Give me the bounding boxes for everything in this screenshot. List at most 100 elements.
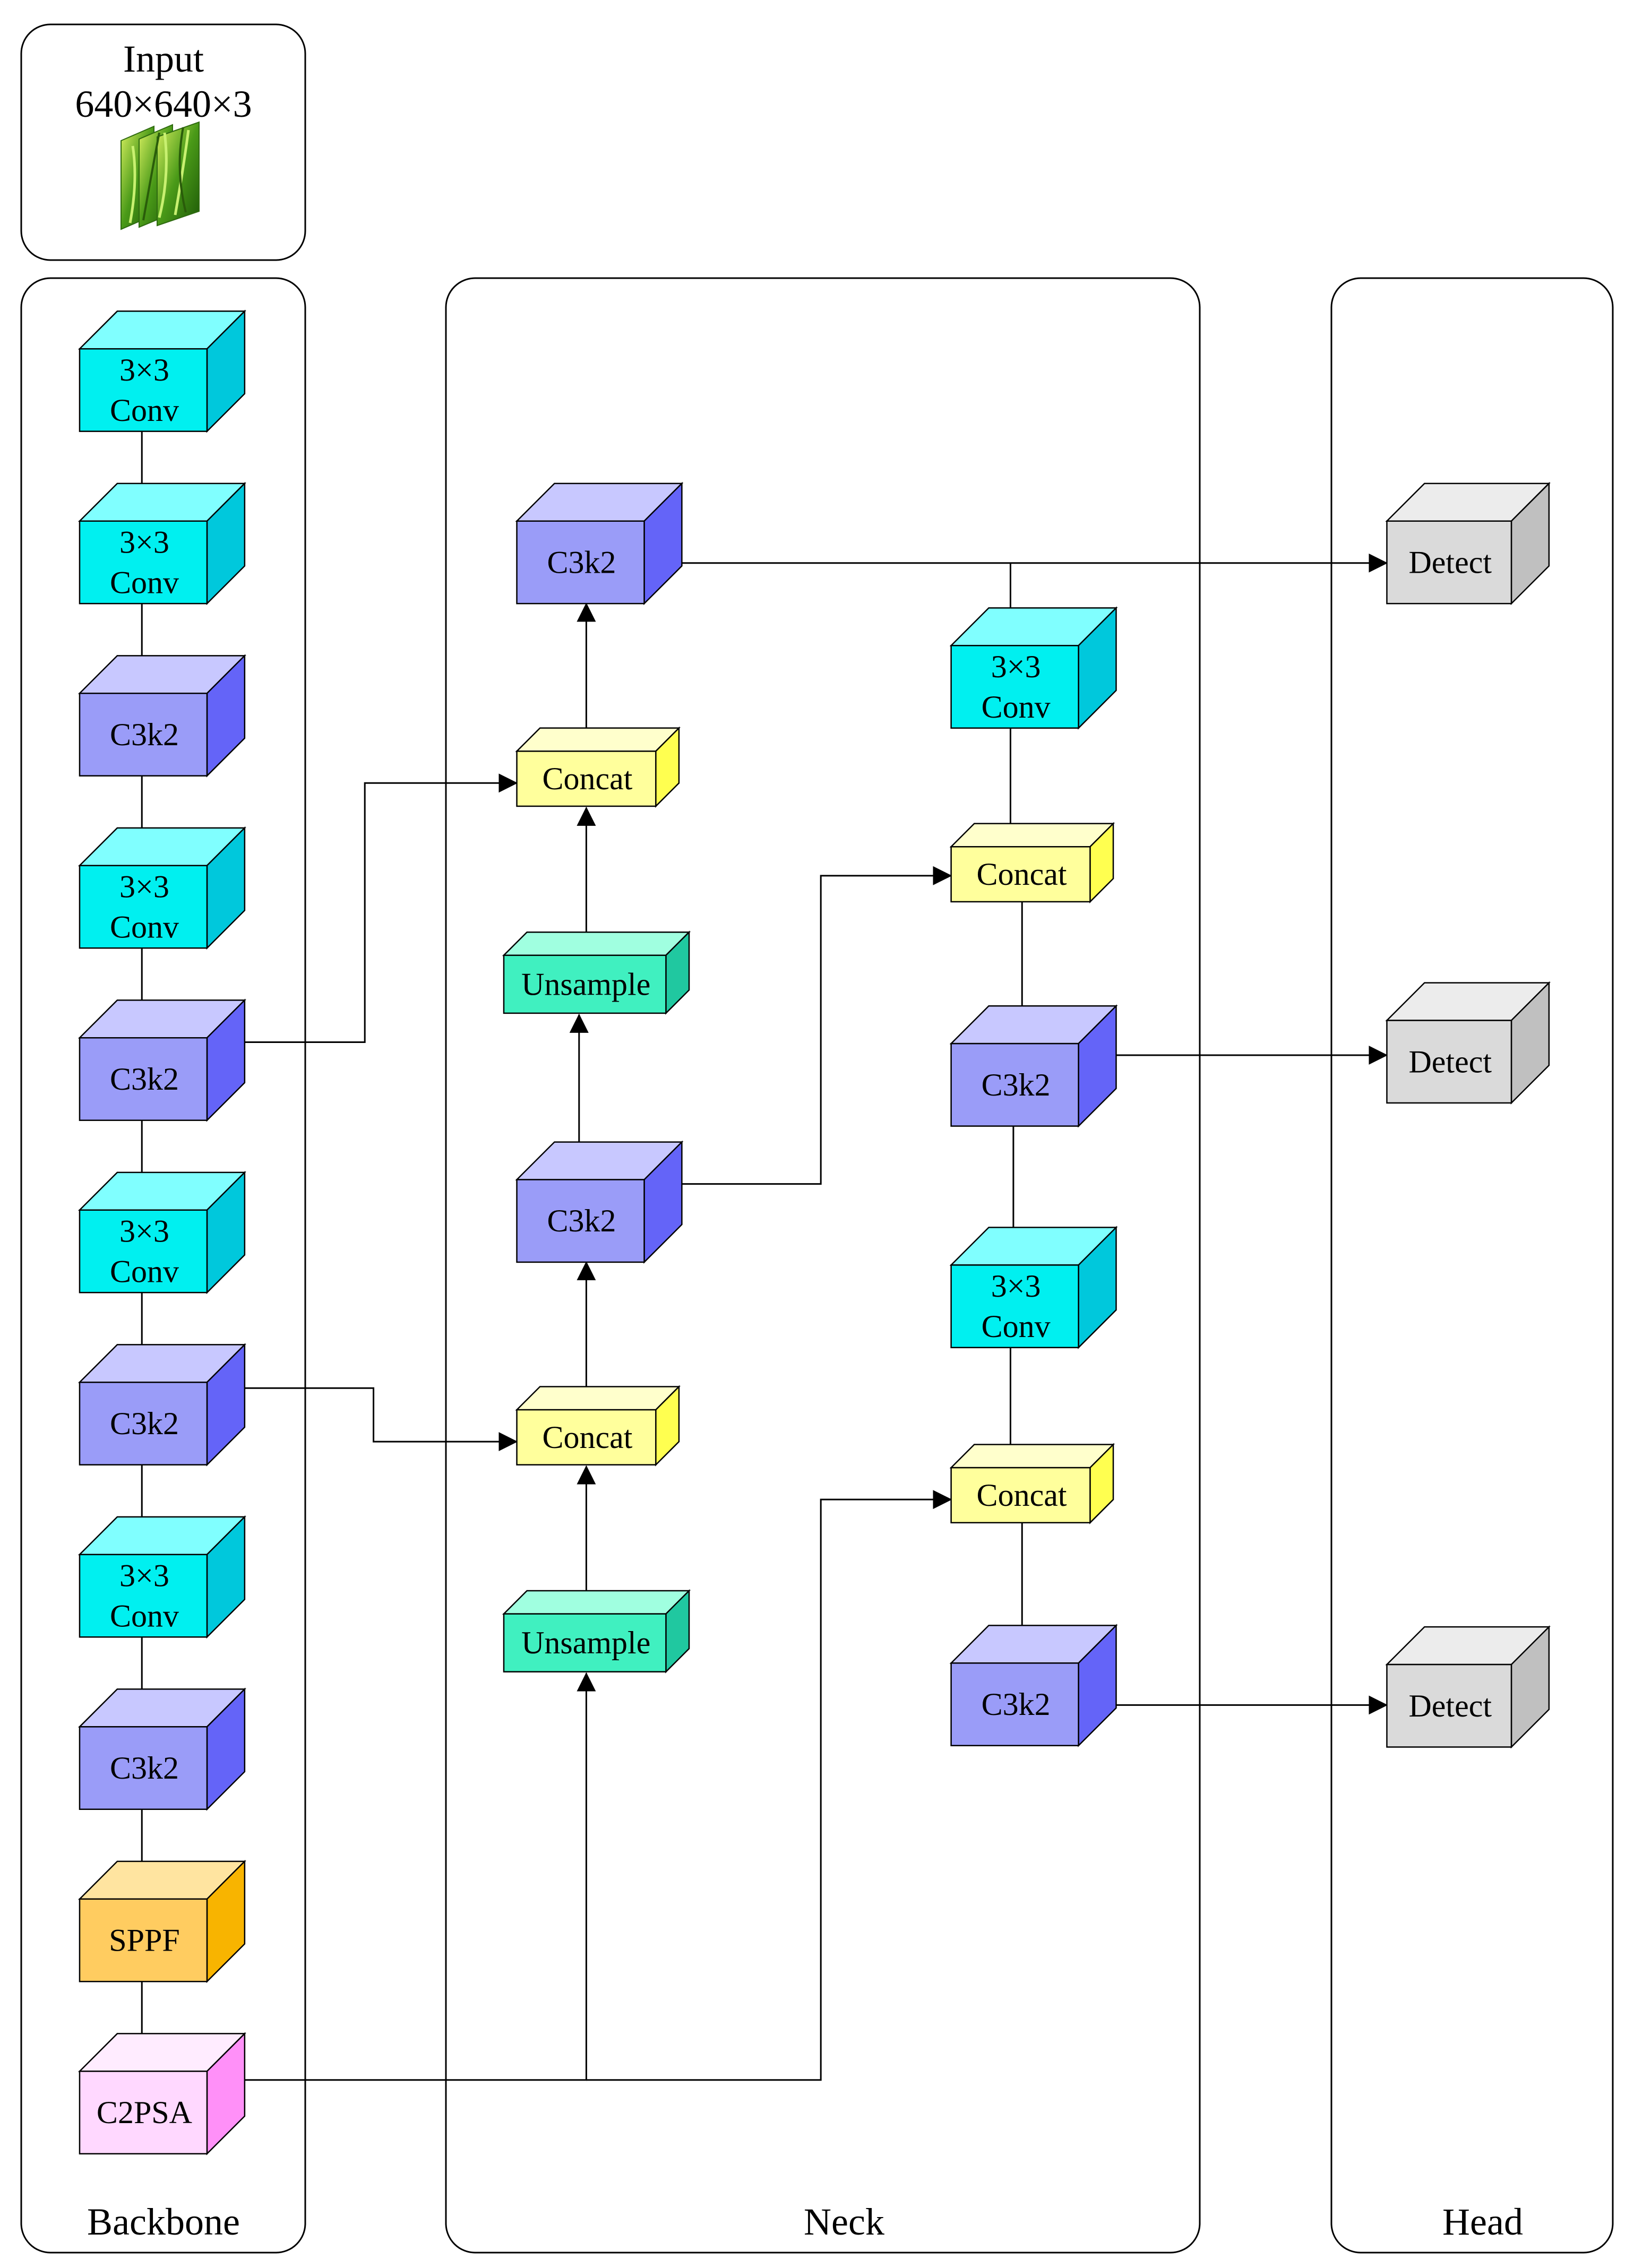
block-front-face bbox=[516, 751, 657, 807]
input-panel: Input 640×640×3 bbox=[20, 23, 306, 261]
block-label: Detect bbox=[1408, 1688, 1492, 1723]
block-top-face bbox=[515, 727, 681, 752]
block-b3-c3k2: C3k2 bbox=[78, 654, 246, 778]
block-top-face bbox=[949, 823, 1115, 848]
block-front-face bbox=[79, 1726, 208, 1810]
block-front-face bbox=[950, 1662, 1079, 1747]
block-r_c3k2_1-c3k2: C3k2 bbox=[949, 1004, 1118, 1128]
block-label: C3k2 bbox=[110, 1406, 179, 1441]
block-label: Unsample bbox=[521, 1625, 650, 1660]
block-b7-c3k2: C3k2 bbox=[78, 1343, 246, 1467]
block-n_concat_2-concat: Concat bbox=[515, 1385, 681, 1467]
block-front-face bbox=[516, 520, 645, 605]
block-label: Concat bbox=[977, 1478, 1067, 1513]
block-label: 3×3 bbox=[991, 1269, 1041, 1304]
block-d3-detect: Detect bbox=[1385, 1625, 1551, 1749]
block-front-face bbox=[1386, 520, 1512, 605]
block-front-face bbox=[79, 692, 208, 777]
block-front-face bbox=[516, 1179, 645, 1263]
block-label: Detect bbox=[1408, 545, 1492, 580]
block-b9-c3k2: C3k2 bbox=[78, 1687, 246, 1811]
block-label: 3×3 bbox=[119, 1558, 169, 1593]
block-label: Concat bbox=[542, 761, 632, 796]
block-label: Detect bbox=[1408, 1044, 1492, 1079]
block-n_up_2-upsample: Unsample bbox=[502, 1589, 691, 1674]
block-front-face bbox=[1386, 1020, 1512, 1104]
block-label: Conv bbox=[982, 689, 1051, 725]
block-r_c3k2_2-c3k2: C3k2 bbox=[949, 1624, 1118, 1747]
block-b11-c2psa: C2PSA bbox=[78, 2032, 246, 2155]
block-front-face bbox=[950, 1042, 1079, 1127]
block-n_up_1-upsample: Unsample bbox=[502, 930, 691, 1015]
block-label: Conv bbox=[982, 1309, 1051, 1344]
backbone-label: Backbone bbox=[87, 2201, 240, 2243]
block-label: Concat bbox=[977, 857, 1067, 892]
block-front-face bbox=[950, 846, 1091, 903]
block-label: C2PSA bbox=[97, 2095, 192, 2130]
block-top-face bbox=[515, 1386, 681, 1411]
blocks: 3×3Conv3×3ConvC3k23×3ConvC3k23×3ConvC3k2… bbox=[78, 309, 1551, 2155]
block-label: Concat bbox=[542, 1420, 632, 1455]
block-label: C3k2 bbox=[982, 1067, 1051, 1102]
block-front-face bbox=[1386, 1663, 1512, 1748]
block-front-face bbox=[79, 348, 208, 432]
block-front-face bbox=[503, 1613, 667, 1672]
block-n_c3k2_mid-c3k2: C3k2 bbox=[515, 1140, 684, 1264]
block-label: 3×3 bbox=[119, 352, 169, 387]
head-label: Head bbox=[1442, 2201, 1523, 2243]
block-label: Conv bbox=[110, 909, 179, 944]
block-front-face bbox=[503, 954, 667, 1014]
block-front-face bbox=[950, 644, 1079, 729]
block-label: 3×3 bbox=[119, 524, 169, 559]
block-front-face bbox=[79, 2071, 208, 2155]
edge-b5-to-n_concat_1 bbox=[244, 773, 518, 1043]
block-b5-c3k2: C3k2 bbox=[78, 998, 246, 1122]
block-front-face bbox=[79, 520, 208, 605]
block-label: 3×3 bbox=[991, 649, 1041, 684]
block-front-face bbox=[950, 1264, 1079, 1349]
block-label: Conv bbox=[110, 565, 179, 600]
block-label: C3k2 bbox=[547, 545, 616, 580]
block-label: Conv bbox=[110, 1254, 179, 1289]
block-front-face bbox=[79, 1037, 208, 1121]
block-top-face bbox=[949, 1444, 1115, 1469]
block-front-face bbox=[79, 1898, 208, 1982]
input-title: Input bbox=[123, 38, 204, 80]
block-n_c3k2_top-c3k2: C3k2 bbox=[515, 481, 684, 606]
block-label: C3k2 bbox=[982, 1687, 1051, 1722]
block-front-face bbox=[79, 865, 208, 949]
block-label: C3k2 bbox=[547, 1203, 616, 1238]
input-image-icon bbox=[121, 121, 200, 230]
block-top-face bbox=[502, 1590, 691, 1615]
block-label: 3×3 bbox=[119, 1213, 169, 1248]
connections bbox=[132, 431, 1388, 2081]
block-label: SPPF bbox=[109, 1923, 179, 1958]
neck-label: Neck bbox=[804, 2201, 884, 2243]
head-panel: Head bbox=[1330, 277, 1614, 2254]
block-b10-sppf: SPPF bbox=[78, 1859, 246, 1984]
block-label: C3k2 bbox=[110, 1750, 179, 1786]
block-n_concat_1-concat: Concat bbox=[515, 726, 681, 808]
edge-b7-to-n_concat_2 bbox=[244, 1387, 518, 1452]
block-label: 3×3 bbox=[119, 869, 169, 904]
block-front-face bbox=[516, 1409, 657, 1465]
edge-n_c3k2_mid-to-r_concat_1 bbox=[680, 866, 952, 1185]
block-d2-detect: Detect bbox=[1385, 981, 1551, 1105]
block-r_concat_2-concat: Concat bbox=[949, 1443, 1115, 1524]
block-label: C3k2 bbox=[110, 717, 179, 752]
input-size: 640×640×3 bbox=[75, 83, 252, 125]
block-label: Conv bbox=[110, 393, 179, 428]
block-front-face bbox=[79, 1209, 208, 1293]
block-front-face bbox=[79, 1554, 208, 1638]
block-label: Conv bbox=[110, 1599, 179, 1634]
block-d1-detect: Detect bbox=[1385, 481, 1551, 606]
block-r_concat_1-concat: Concat bbox=[949, 822, 1115, 903]
